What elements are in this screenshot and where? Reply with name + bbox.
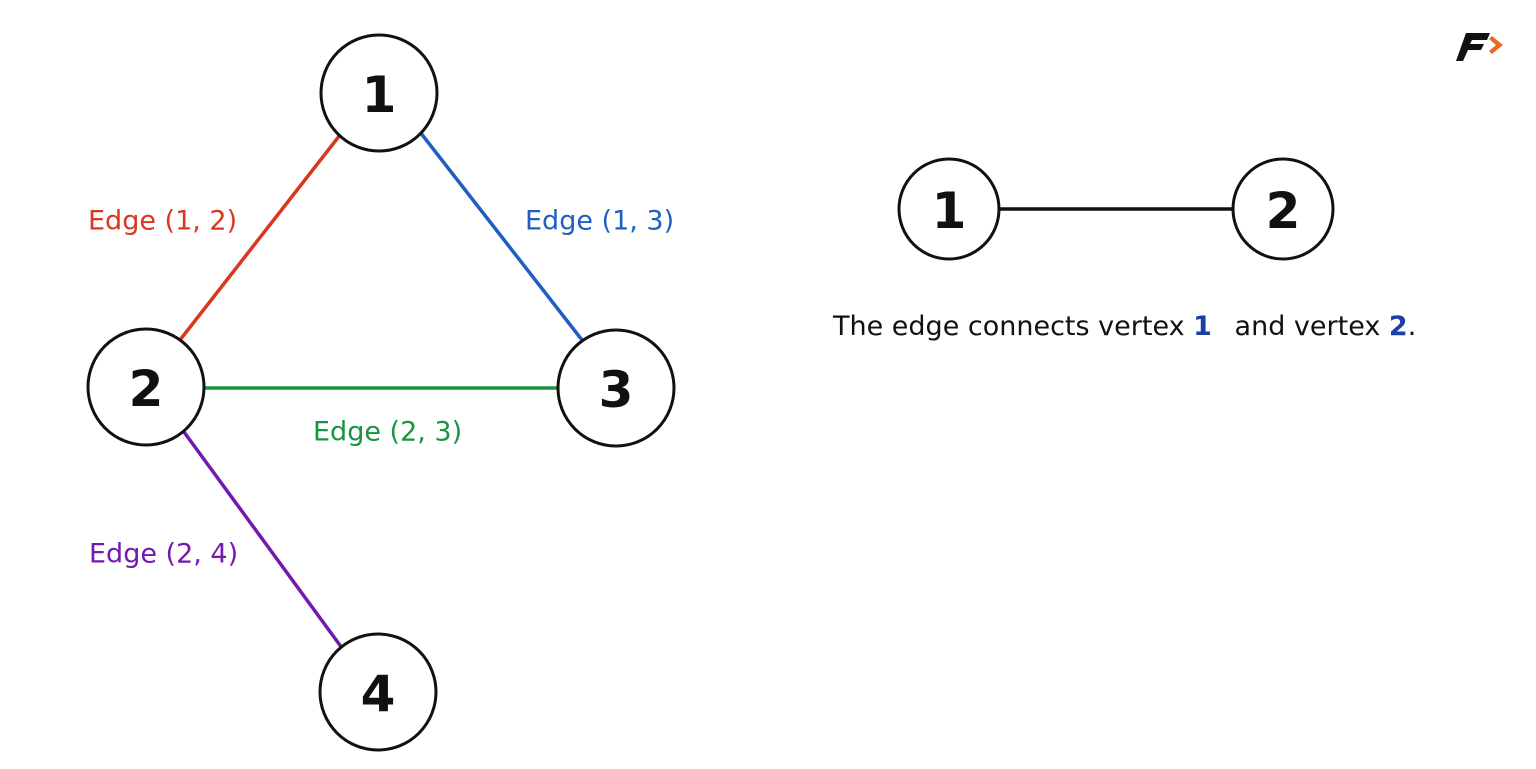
caption-prefix: The edge connects vertex [833, 311, 1185, 342]
node-3: 3 [556, 328, 676, 448]
node-4: 4 [318, 632, 438, 752]
example-node-b-label: 2 [1266, 182, 1301, 240]
edge-1-3-label: Edge (1, 3) [525, 206, 674, 237]
example-node-a-label: 1 [932, 182, 967, 240]
caption-vertex-b: 2 [1388, 311, 1408, 342]
edge-2-4-line [182, 430, 344, 650]
node-2-label: 2 [129, 360, 164, 418]
caption-text: The edge connects vertex 1 and vertex 2. [833, 306, 1416, 348]
edge-1-2-line [178, 133, 342, 342]
edge-1-3-line [418, 130, 584, 342]
edge-1-2-label: Edge (1, 2) [88, 206, 237, 237]
edge-2-3-label: Edge (2, 3) [313, 417, 462, 448]
example-node-b: 2 [1231, 157, 1335, 261]
node-3-label: 3 [599, 361, 634, 419]
node-1-label: 1 [362, 66, 397, 124]
node-2: 2 [86, 327, 206, 447]
caption-vertex-a: 1 [1193, 311, 1212, 342]
edge-2-4-label: Edge (2, 4) [89, 539, 238, 570]
example-node-a: 1 [897, 157, 1001, 261]
caption-middle: and vertex [1234, 311, 1381, 342]
caption-suffix: . [1407, 311, 1417, 342]
brand-logo-icon [1456, 33, 1503, 61]
node-1: 1 [319, 33, 439, 153]
node-4-label: 4 [361, 665, 396, 723]
